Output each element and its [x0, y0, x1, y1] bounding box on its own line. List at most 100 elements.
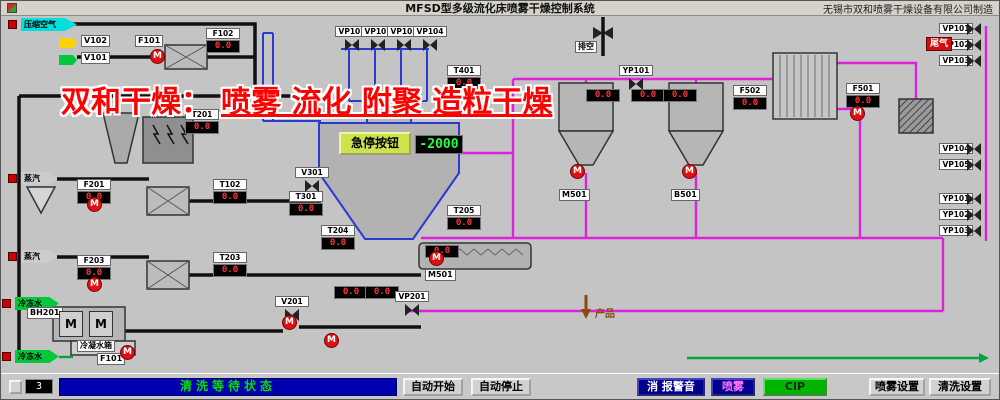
- pump-motor-7[interactable]: M: [282, 315, 297, 330]
- label-产品-2: 产品: [595, 309, 615, 320]
- flow-arrow-冷冻水: 冷冻水: [15, 297, 59, 310]
- display-T401: 0.0: [447, 77, 481, 90]
- valve-VP102-1[interactable]: [371, 39, 385, 51]
- tag-V201-6: V201: [275, 296, 309, 307]
- pump-motor-9[interactable]: M: [429, 251, 444, 266]
- pump-motor-0[interactable]: M: [150, 49, 165, 64]
- flow-arrow-1: [59, 38, 77, 48]
- tag-T301: T301: [289, 191, 323, 202]
- display-T301: 0.0: [289, 203, 323, 216]
- spray-button[interactable]: 喷雾: [711, 378, 755, 396]
- value-display-5: 0.0: [663, 89, 697, 102]
- manufacturer-label: 无锡市双和喷雾干燥设备有限公司制造: [823, 4, 993, 16]
- pump-motor-11[interactable]: M: [89, 311, 113, 337]
- supply-source-6: [2, 352, 11, 361]
- cip-button[interactable]: CIP: [763, 378, 827, 396]
- supply-source-3: [8, 174, 17, 183]
- value-display-1: 0.0: [365, 286, 399, 299]
- flow-arrow-2: [59, 55, 77, 65]
- flow-arrow-冷冻水: 冷冻水: [15, 350, 59, 363]
- valve-VP102-9[interactable]: [967, 39, 981, 51]
- tag-T204: T204: [321, 225, 355, 236]
- spray-settings-button[interactable]: 喷雾设置: [869, 378, 925, 396]
- title-bar: MFSD型多级流化床喷雾干燥控制系统 无锡市双和喷雾干燥设备有限公司制造: [1, 1, 999, 16]
- pump-motor-8[interactable]: M: [324, 333, 339, 348]
- display-T102: 0.0: [213, 191, 247, 204]
- tag-VP201-7: VP201: [395, 291, 429, 302]
- valve-VP105-12[interactable]: [967, 159, 981, 171]
- valve-VP201-7[interactable]: [405, 304, 419, 316]
- supply-source-5: [2, 299, 11, 308]
- pump-motor-10[interactable]: M: [59, 311, 83, 337]
- display-F102: 0.0: [206, 40, 240, 53]
- tag-F102: F102: [206, 28, 240, 39]
- status-text: 清洗等待状态: [59, 378, 397, 396]
- label-B501-6: B501: [671, 189, 700, 201]
- tag-VP104-3: VP104: [413, 26, 447, 37]
- label-BH201-4: BH201: [27, 307, 63, 319]
- label-M501-7: M501: [425, 269, 456, 281]
- tag-F203: F203: [77, 255, 111, 266]
- value-display-3: 0.0: [586, 89, 620, 102]
- flow-arrow-蒸汽: 蒸汽: [21, 172, 57, 185]
- watermark-slogan: 喷雾 流化 附聚 造粒干燥: [221, 85, 553, 120]
- tower-pressure-display: -2000: [415, 135, 463, 154]
- pump-motor-1[interactable]: M: [87, 197, 102, 212]
- tag-T205: T205: [447, 205, 481, 216]
- valve-VP103-2[interactable]: [397, 39, 411, 51]
- watermark: 双和干燥： 喷雾 流化 附聚 造粒干燥: [61, 77, 552, 121]
- pump-motor-6[interactable]: M: [120, 345, 135, 360]
- valve-VP104-3[interactable]: [423, 39, 437, 51]
- label-尾气-1: 尾气: [926, 37, 953, 51]
- bottom-bar: 3 清洗等待状态 自动开始 自动停止 消 报警音 喷雾 CIP 喷雾设置 清洗设…: [1, 373, 999, 399]
- tag-T102: T102: [213, 179, 247, 190]
- tag-T401: T401: [447, 65, 481, 76]
- tag-F502: F502: [733, 85, 767, 96]
- valve-YP103-15[interactable]: [967, 225, 981, 237]
- auto-start-button[interactable]: 自动开始: [403, 378, 463, 396]
- watermark-brand: 双和干燥：: [61, 85, 211, 120]
- emergency-stop-button[interactable]: 急停按钮: [339, 132, 411, 155]
- tag-V301-5: V301: [295, 167, 329, 178]
- flow-arrow-压缩空气: 压缩空气: [21, 18, 77, 31]
- display-F501: 0.0: [846, 95, 880, 108]
- flow-arrow-蒸汽: 蒸汽: [21, 250, 57, 263]
- pump-motor-2[interactable]: M: [87, 277, 102, 292]
- display-T204: 0.0: [321, 237, 355, 250]
- valve-V301-5[interactable]: [305, 180, 319, 192]
- valve-VP101-0[interactable]: [345, 39, 359, 51]
- label-冷凝水箱-3: 冷凝水箱: [77, 340, 115, 352]
- label-V101-11: V101: [81, 52, 110, 64]
- valve-YP101-13[interactable]: [967, 193, 981, 205]
- label-F101-8: F101: [135, 35, 164, 47]
- display-T201: 0.0: [185, 121, 219, 134]
- pump-motor-5[interactable]: M: [850, 106, 865, 121]
- auto-stop-button[interactable]: 自动停止: [471, 378, 531, 396]
- tag-T203: T203: [213, 252, 247, 263]
- valve-VP104-11[interactable]: [967, 143, 981, 155]
- page-title: MFSD型多级流化床喷雾干燥控制系统: [405, 2, 595, 15]
- display-F502: 0.0: [733, 97, 767, 110]
- valve-VP103-10[interactable]: [967, 55, 981, 67]
- value-display-0: 0.0: [334, 286, 368, 299]
- supply-source-0: [8, 20, 17, 29]
- valve-VP101-8[interactable]: [967, 23, 981, 35]
- status-indicator-button[interactable]: [9, 380, 22, 394]
- app-icon: [7, 3, 17, 13]
- supply-source-4: [8, 252, 17, 261]
- counter-display: 3: [25, 379, 53, 394]
- display-T203: 0.0: [213, 264, 247, 277]
- clean-settings-button[interactable]: 清洗设置: [929, 378, 991, 396]
- pump-motor-3[interactable]: M: [570, 164, 585, 179]
- pump-motor-4[interactable]: M: [682, 164, 697, 179]
- mute-alarm-button[interactable]: 消 报警音: [637, 378, 705, 396]
- valve-YP101-4[interactable]: [629, 78, 643, 90]
- label-排空-0: 排空: [575, 41, 597, 53]
- label-M501-5: M501: [559, 189, 590, 201]
- tag-YP101-4: YP101: [619, 65, 653, 76]
- tag-T201: T201: [185, 109, 219, 120]
- valve-YP102-14[interactable]: [967, 209, 981, 221]
- label-V102-10: V102: [81, 35, 110, 47]
